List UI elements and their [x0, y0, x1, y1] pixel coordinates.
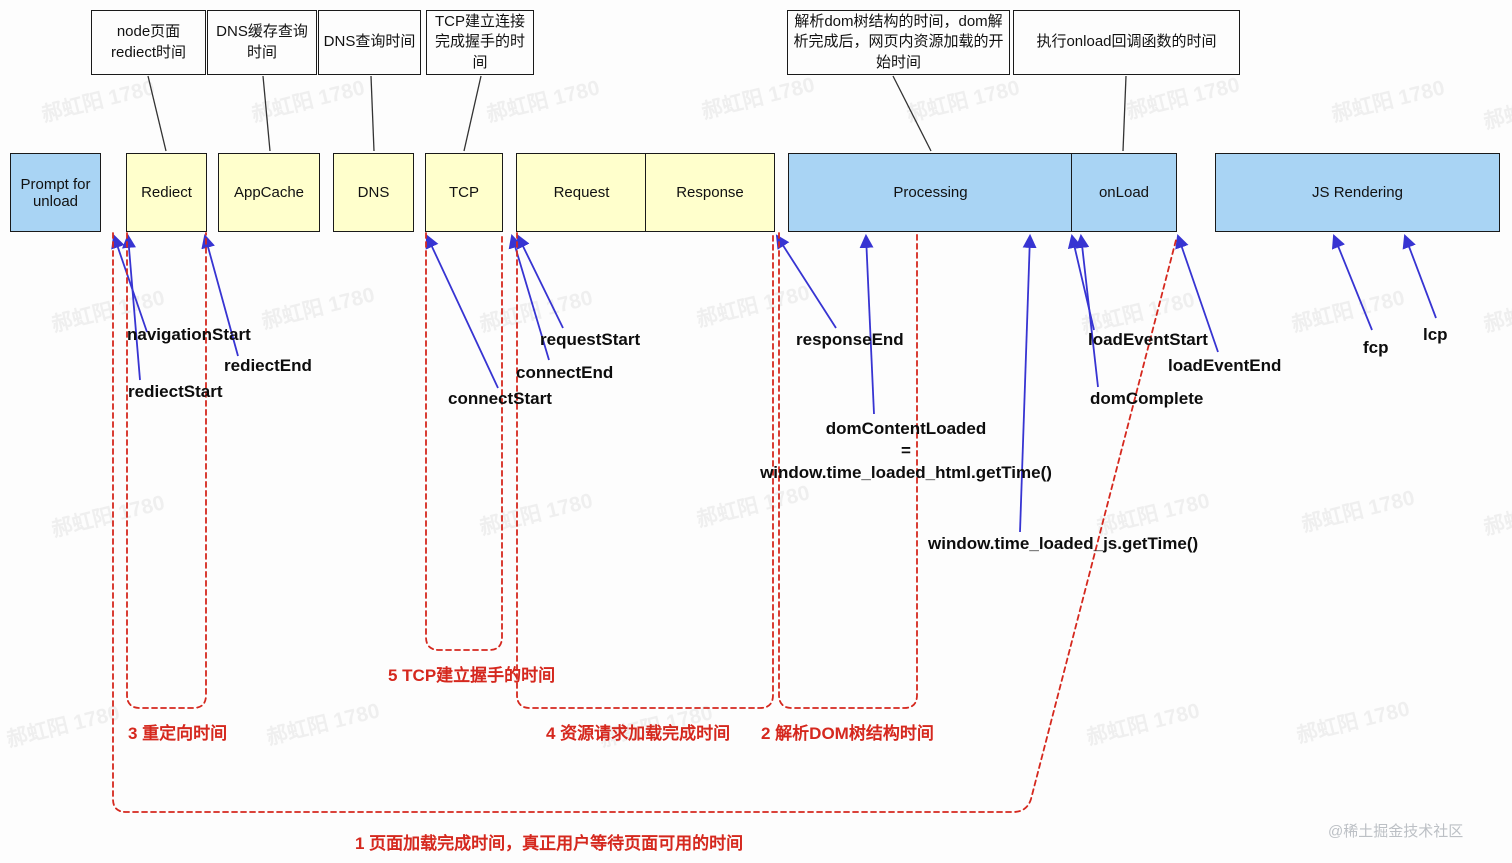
event-label-navigationStart: navigationStart	[127, 325, 251, 344]
arrow-requestStart	[516, 234, 564, 329]
bracket-resource-load	[516, 232, 774, 709]
annotation-connector-lines	[147, 75, 1127, 152]
arrow-fcp	[1331, 234, 1373, 331]
connector-onload	[1122, 75, 1127, 152]
connector-node-rediect	[147, 75, 167, 152]
annotation-box-dom-parse: 解析dom树结构的时间，dom解析完成后，网页内资源加载的开始时间	[787, 10, 1010, 75]
duration-label-dom-parse: 2 解析DOM树结构时间	[761, 724, 934, 743]
timeline-box-processing: Processing	[788, 153, 1073, 232]
bracket-redirect	[126, 232, 207, 709]
event-label-loadEventStart: loadEventStart	[1088, 330, 1208, 349]
event-label-connectStart: connectStart	[448, 389, 552, 408]
arrow-rediectEnd	[201, 233, 239, 357]
arrow-connectEnd	[508, 233, 550, 361]
connector-tcp	[463, 75, 482, 152]
arrow-lcp	[1402, 234, 1437, 319]
annotation-box-onload-callback: 执行onload回调函数的时间	[1013, 10, 1240, 75]
event-label-domComplete: domComplete	[1090, 389, 1204, 408]
site-credit: @稀土掘金技术社区	[1328, 823, 1464, 840]
event-label-rediectStart: rediectStart	[128, 382, 223, 401]
duration-label-redirect: 3 重定向时间	[128, 724, 228, 743]
timeline-box-prompt-for-unload: Prompt for unload	[10, 153, 101, 232]
event-label-connectEnd: connectEnd	[516, 363, 614, 382]
annotation-box-tcp-handshake: TCP建立连接完成握手的时间	[426, 10, 534, 75]
timeline-box-appcache: AppCache	[218, 153, 320, 232]
timeline-box-response: Response	[645, 153, 775, 232]
timeline-box-onload: onLoad	[1071, 153, 1177, 232]
annotation-box-dns-cache: DNS缓存查询时间	[207, 10, 317, 75]
event-label-lcp: lcp	[1423, 325, 1448, 344]
connector-processing	[892, 75, 932, 152]
bracket-page-complete	[112, 232, 1177, 813]
timeline-box-request: Request	[516, 153, 647, 232]
event-label-fcp: fcp	[1363, 338, 1389, 357]
event-label-loadEventEnd: loadEventEnd	[1168, 356, 1282, 375]
event-arrows	[111, 233, 1437, 533]
arrow-domComplete	[1075, 233, 1099, 388]
duration-brackets	[112, 232, 1177, 813]
arrow-responseEnd	[775, 234, 837, 329]
timeline-box-js-rendering: JS Rendering	[1215, 153, 1500, 232]
duration-label-tcp-handshake: 5 TCP建立握手的时间	[388, 666, 556, 685]
event-label-time-loaded-js: window.time_loaded_js.getTime()	[928, 534, 1199, 553]
arrow-navigationStart	[111, 234, 148, 333]
timeline-box-tcp: TCP	[425, 153, 503, 232]
connector-dns-cache	[262, 75, 271, 152]
duration-label-page-complete: 1 页面加载完成时间，真正用户等待页面可用的时间	[355, 834, 744, 853]
timeline-box-dns: DNS	[333, 153, 414, 232]
event-label-requestStart: requestStart	[540, 330, 641, 349]
event-label-domContentLoaded: domContentLoaded = window.time_loaded_ht…	[760, 419, 1052, 482]
arrow-rediectStart	[122, 233, 141, 381]
event-label-responseEnd: responseEnd	[796, 330, 904, 349]
arrow-connectStart	[425, 234, 499, 389]
bracket-tcp-handshake	[425, 232, 503, 651]
annotation-box-node-rediect: node页面rediect时间	[91, 10, 206, 75]
event-label-rediectEnd: rediectEnd	[224, 356, 312, 375]
annotation-box-dns-query: DNS查询时间	[318, 10, 421, 75]
arrow-loadEventEnd	[1175, 234, 1219, 353]
arrow-time-loaded-js	[1019, 233, 1037, 533]
timeline-box-rediect: Rediect	[126, 153, 207, 232]
bracket-dom-parse	[778, 232, 918, 709]
connector-dns-query	[370, 75, 375, 152]
duration-label-resource-load: 4 资源请求加载完成时间	[546, 724, 731, 743]
arrow-domContentLoaded	[859, 233, 875, 415]
